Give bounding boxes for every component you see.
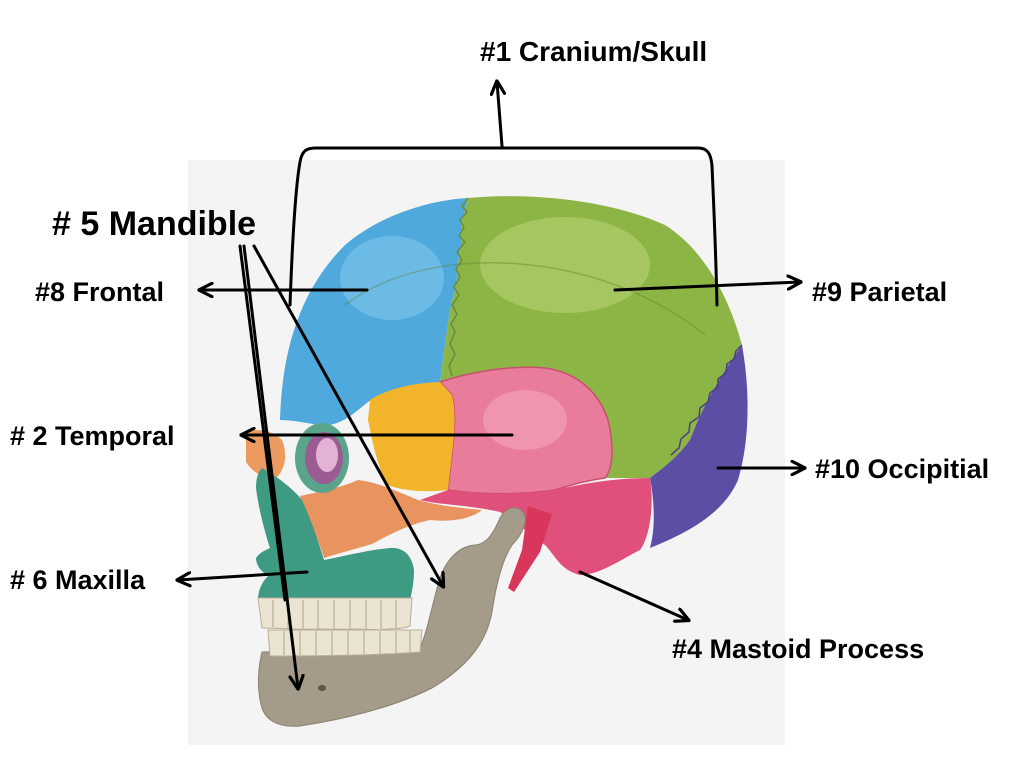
mastoid-label: #4 Mastoid Process (672, 634, 925, 664)
mandible-label: # 5 Mandible (52, 205, 257, 243)
temporal-line (344, 262, 706, 336)
maxilla-label: # 6 Maxilla (10, 565, 146, 595)
frontal-bone (280, 198, 468, 426)
mandible-arrow-chin-2 (238, 244, 287, 602)
frontal-highlight (340, 236, 444, 320)
coronal-suture (448, 197, 469, 377)
frontal-label: #8 Frontal (35, 277, 165, 307)
lower-teeth-separators (283, 631, 411, 655)
temporal-highlight (483, 390, 567, 450)
styloid-process (508, 506, 552, 592)
temporal-label: # 2 Temporal (10, 421, 175, 451)
parietal-bone (440, 196, 742, 478)
cranium-arrow (497, 82, 502, 148)
parietal-highlight (480, 217, 650, 313)
occipital-label: #10 Occipitial (815, 454, 990, 484)
zygomatic-bone (300, 480, 482, 558)
occipital-bone (650, 345, 748, 548)
parietal-arrow (613, 282, 800, 292)
maxilla-bone (256, 468, 414, 600)
temporal-bone (438, 366, 613, 495)
sphenoid-bone (368, 382, 455, 492)
lambdoid-suture (670, 344, 743, 456)
cranium-bracket (288, 146, 719, 307)
mandible-bone (258, 507, 526, 727)
skull-illustration (188, 160, 785, 745)
lower-teeth (267, 629, 423, 657)
mandible-arrow-ramus (252, 244, 443, 586)
mental-foramen (318, 685, 326, 691)
cranium-label: #1 Cranium/Skull (480, 36, 708, 67)
upper-teeth (257, 597, 413, 631)
mastoid-arrow (578, 570, 688, 620)
parietal-label: #9 Parietal (812, 277, 948, 307)
annotations (178, 82, 804, 688)
orbit-highlight (316, 438, 338, 472)
mandible-arrow-chin (242, 244, 298, 688)
